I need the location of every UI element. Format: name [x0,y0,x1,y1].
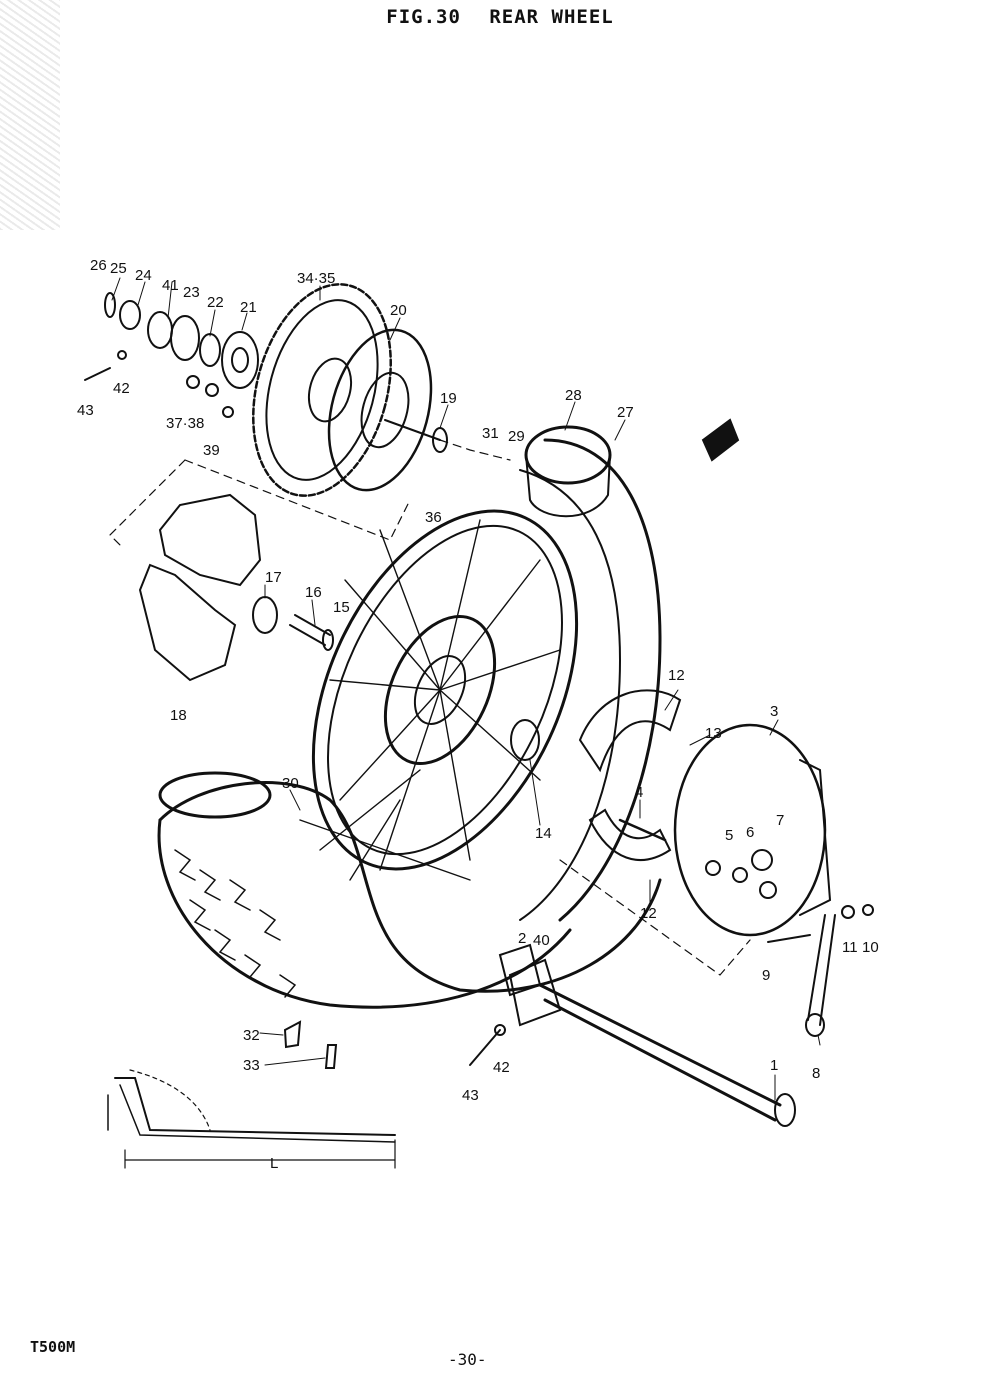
wheel-rim [299,509,579,881]
callout-4: 4 [635,784,643,801]
direction-arrow-icon [701,418,740,462]
callout-22: 22 [207,294,224,311]
callout-15: 15 [333,599,350,616]
callout-21: 21 [240,299,257,316]
callout-23: 23 [183,284,200,301]
model-code: T500M [30,1338,76,1356]
brake-arm [767,904,874,1037]
brake-panel [673,723,832,937]
callout-5: 5 [725,827,733,844]
callout-36: 36 [425,509,442,526]
callout-9: 9 [762,967,770,984]
callout-30: 30 [282,775,299,792]
callout-8: 8 [812,1065,820,1082]
callout-25: 25 [110,260,127,277]
leader-lines [111,277,821,1101]
callout-2: 2 [518,930,526,947]
callout-labels: 26 25 24 41 23 22 21 34·35 20 43 42 37·3… [77,257,879,1172]
wheel-spokes [299,519,561,881]
tire-tread [174,849,297,998]
callout-14: 14 [535,825,552,842]
callout-19: 19 [440,390,457,407]
callout-26: 26 [90,257,107,274]
callout-dimension-l: L [270,1155,278,1172]
rear-axle [469,943,796,1127]
figure-title: REAR WHEEL [489,6,614,28]
callout-32: 32 [243,1027,260,1044]
callout-6: 6 [746,824,754,841]
callout-18: 18 [170,707,187,724]
callout-10: 10 [862,939,879,956]
callout-3: 3 [770,703,778,720]
brake-shoes [578,689,682,861]
callout-12-upper: 12 [668,667,685,684]
callout-31: 31 [482,425,499,442]
callout-1: 1 [770,1057,778,1074]
tube-28 [524,425,612,518]
sprocket-drum [327,328,448,492]
callout-12-lower: 12 [640,905,657,922]
callout-7: 7 [776,812,784,829]
rear-sprocket [252,283,392,497]
callout-13: 13 [705,725,722,742]
spoke-dimension-inset [107,1069,396,1169]
callout-34-35: 34·35 [297,270,335,287]
figure-number: FIG.30 [386,6,461,28]
callout-27: 27 [617,404,634,421]
callout-33: 33 [243,1057,260,1074]
callout-43-upper: 43 [77,402,94,419]
page-number: -30- [448,1350,487,1369]
scan-speckle [0,0,60,230]
callout-29: 29 [508,428,525,445]
callout-20: 20 [390,302,407,319]
callout-17: 17 [265,569,282,586]
callout-42-lower: 42 [493,1059,510,1076]
callout-40: 40 [533,932,550,949]
callout-43-lower: 43 [462,1087,479,1104]
callout-28: 28 [565,387,582,404]
callout-42-upper: 42 [113,380,130,397]
callout-16: 16 [305,584,322,601]
hub-bearings [252,596,540,761]
callout-11: 11 [842,939,858,956]
hub-small-parts [84,292,259,418]
callout-39: 39 [203,442,220,459]
callout-37-38: 37·38 [166,415,204,432]
valve-cap-parts [283,1020,338,1069]
callout-41: 41 [162,277,179,294]
figure-header: FIG.30 REAR WHEEL [0,6,1000,28]
callout-24: 24 [135,267,152,284]
cush-dampers [138,493,262,682]
assembly-guides [109,439,751,976]
